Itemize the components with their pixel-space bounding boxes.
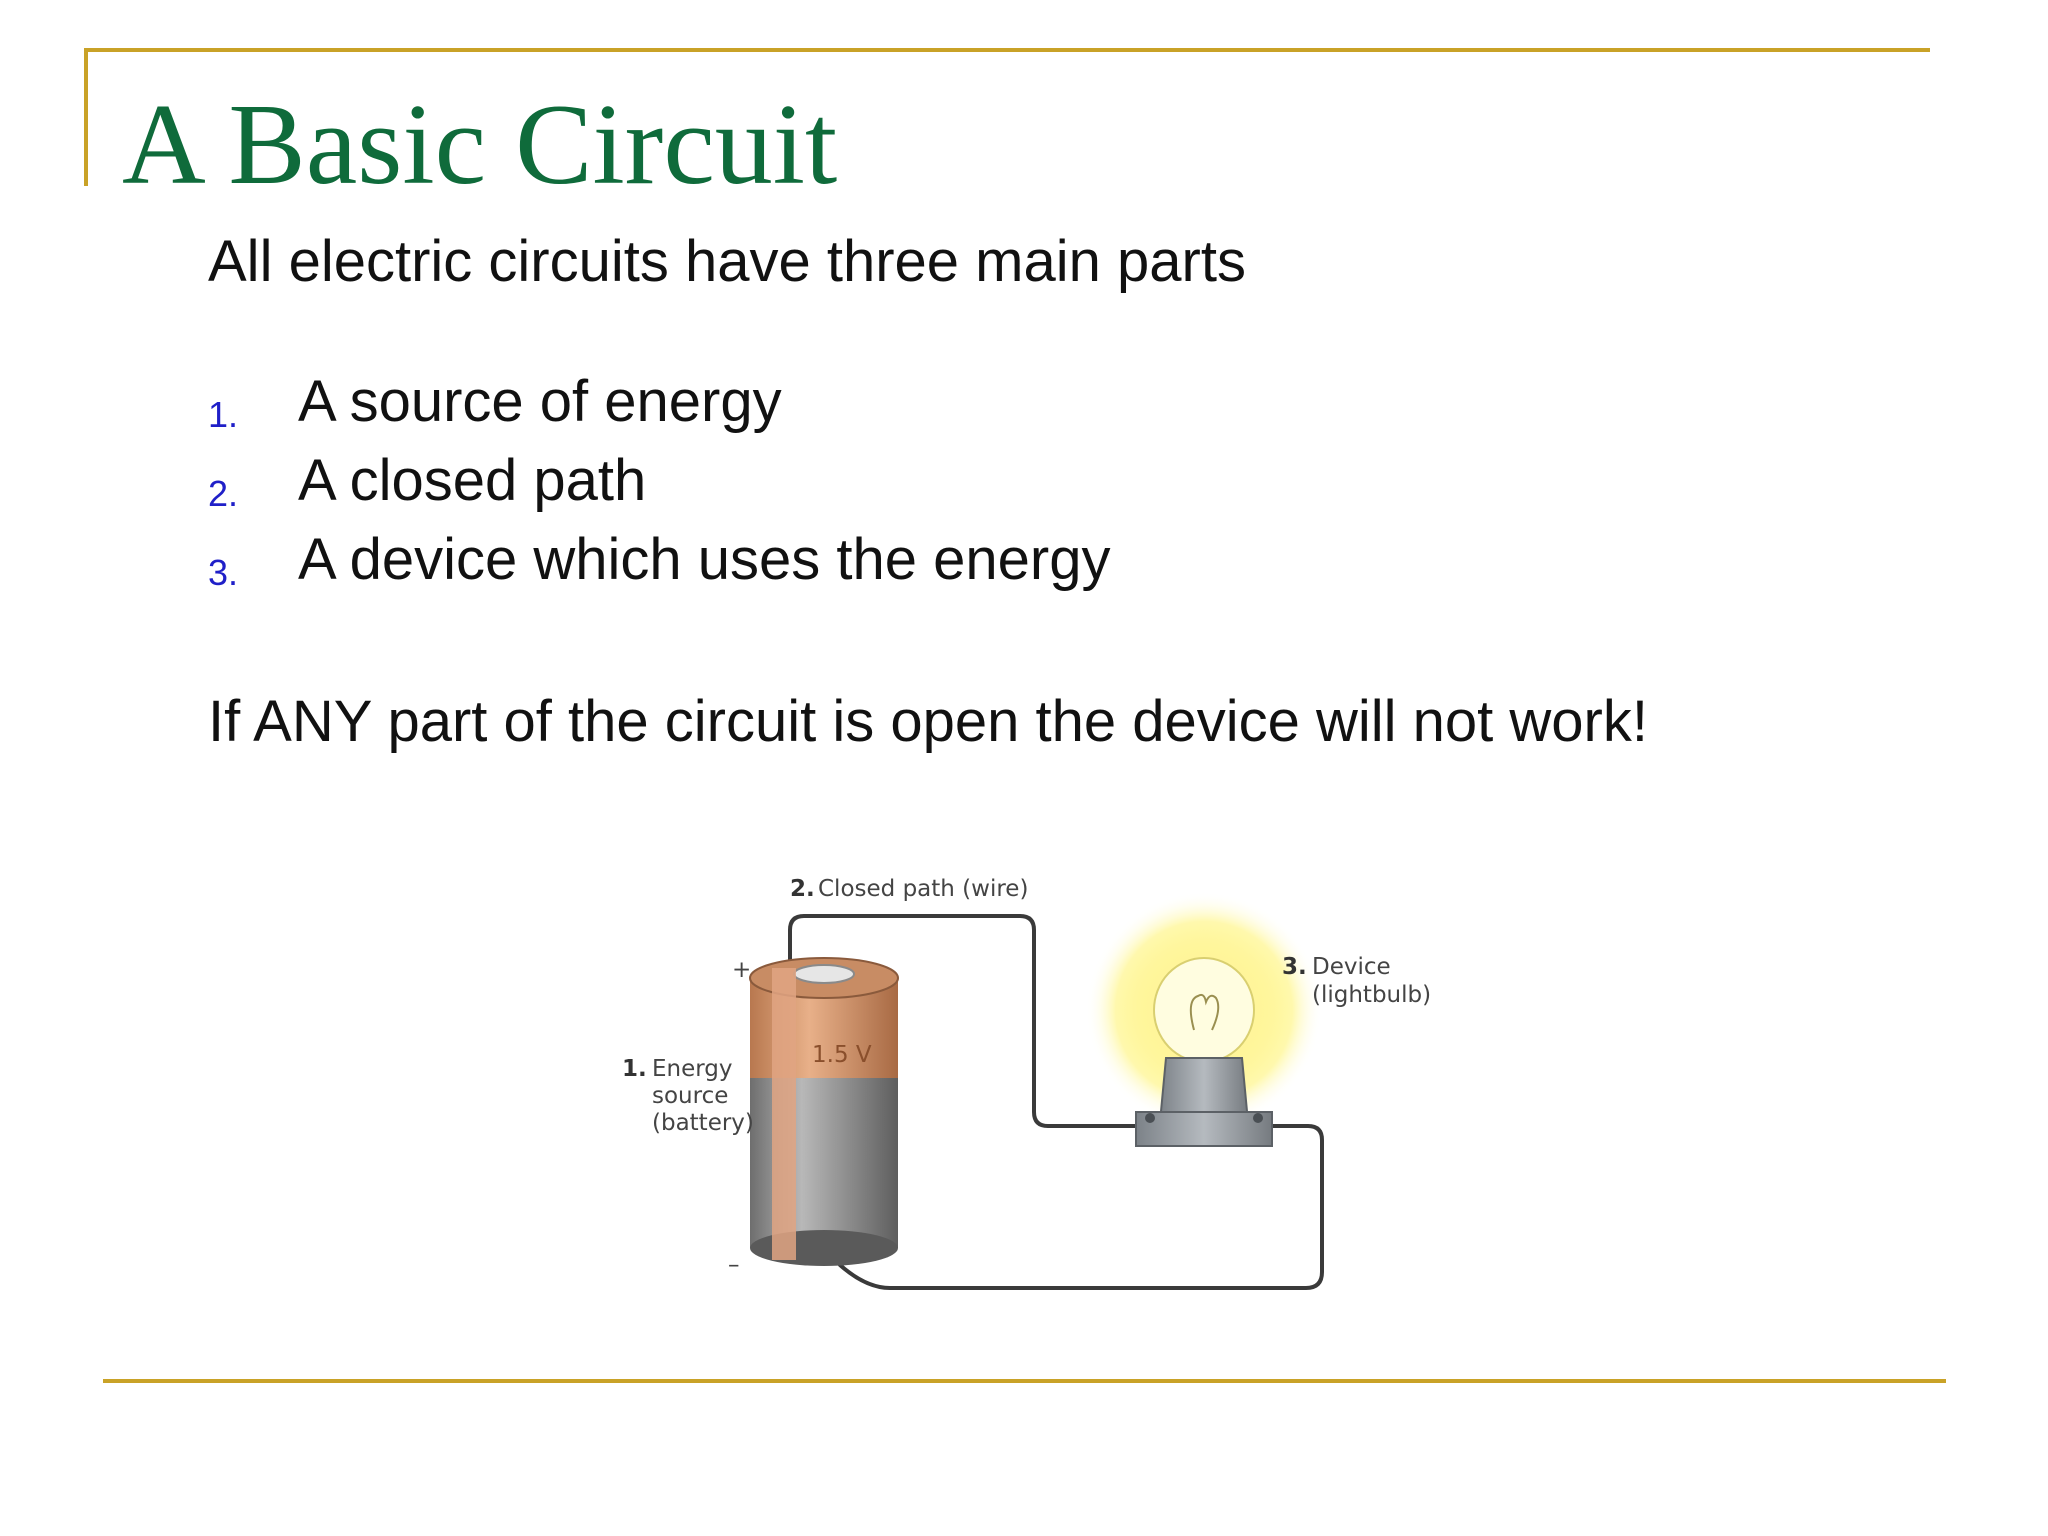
warning-text: If ANY part of the circuit is open the d… bbox=[208, 689, 1648, 754]
wire-bottom bbox=[838, 1124, 1324, 1290]
list-item-text: A device which uses the energy bbox=[298, 527, 1111, 592]
battery-label-line2: source bbox=[652, 1083, 728, 1109]
battery-label-number: 1. bbox=[622, 1056, 647, 1082]
circuit-diagram: 1.5 V + – 2. Closed path (wire) 3. Devic… bbox=[622, 876, 1431, 1290]
circuit-illustration: 1.5 V + – 2. Closed path (wire) 3. Devic… bbox=[600, 860, 1480, 1330]
intro-text: All electric circuits have three main pa… bbox=[208, 229, 1246, 294]
bottom-rule bbox=[103, 1379, 1946, 1383]
device-label-line2: (lightbulb) bbox=[1312, 982, 1431, 1008]
list-item-number: 1. bbox=[208, 394, 239, 435]
plus-sign: + bbox=[732, 957, 751, 983]
list-item-text: A closed path bbox=[298, 448, 647, 513]
wire-label: Closed path (wire) bbox=[818, 876, 1028, 902]
slide-title: A Basic Circuit bbox=[122, 81, 838, 209]
wire-top bbox=[788, 914, 1142, 1128]
lightbulb-icon bbox=[1153, 957, 1255, 1063]
left-rule bbox=[84, 48, 88, 186]
list-item-text: A source of energy bbox=[298, 369, 782, 434]
battery-label-line1: Energy bbox=[652, 1056, 733, 1082]
wire-label-number: 2. bbox=[790, 876, 815, 902]
list-item-number: 2. bbox=[208, 473, 239, 514]
top-rule bbox=[84, 48, 1930, 52]
minus-sign: – bbox=[728, 1252, 740, 1278]
device-label-number: 3. bbox=[1282, 954, 1307, 980]
battery-icon: 1.5 V bbox=[749, 957, 899, 1266]
bulb-mount bbox=[1135, 1111, 1273, 1147]
device-label-line1: Device bbox=[1312, 954, 1391, 980]
battery-label-line3: (battery) bbox=[652, 1110, 754, 1136]
battery-voltage-label: 1.5 V bbox=[812, 1042, 872, 1068]
list-item-number: 3. bbox=[208, 552, 239, 593]
